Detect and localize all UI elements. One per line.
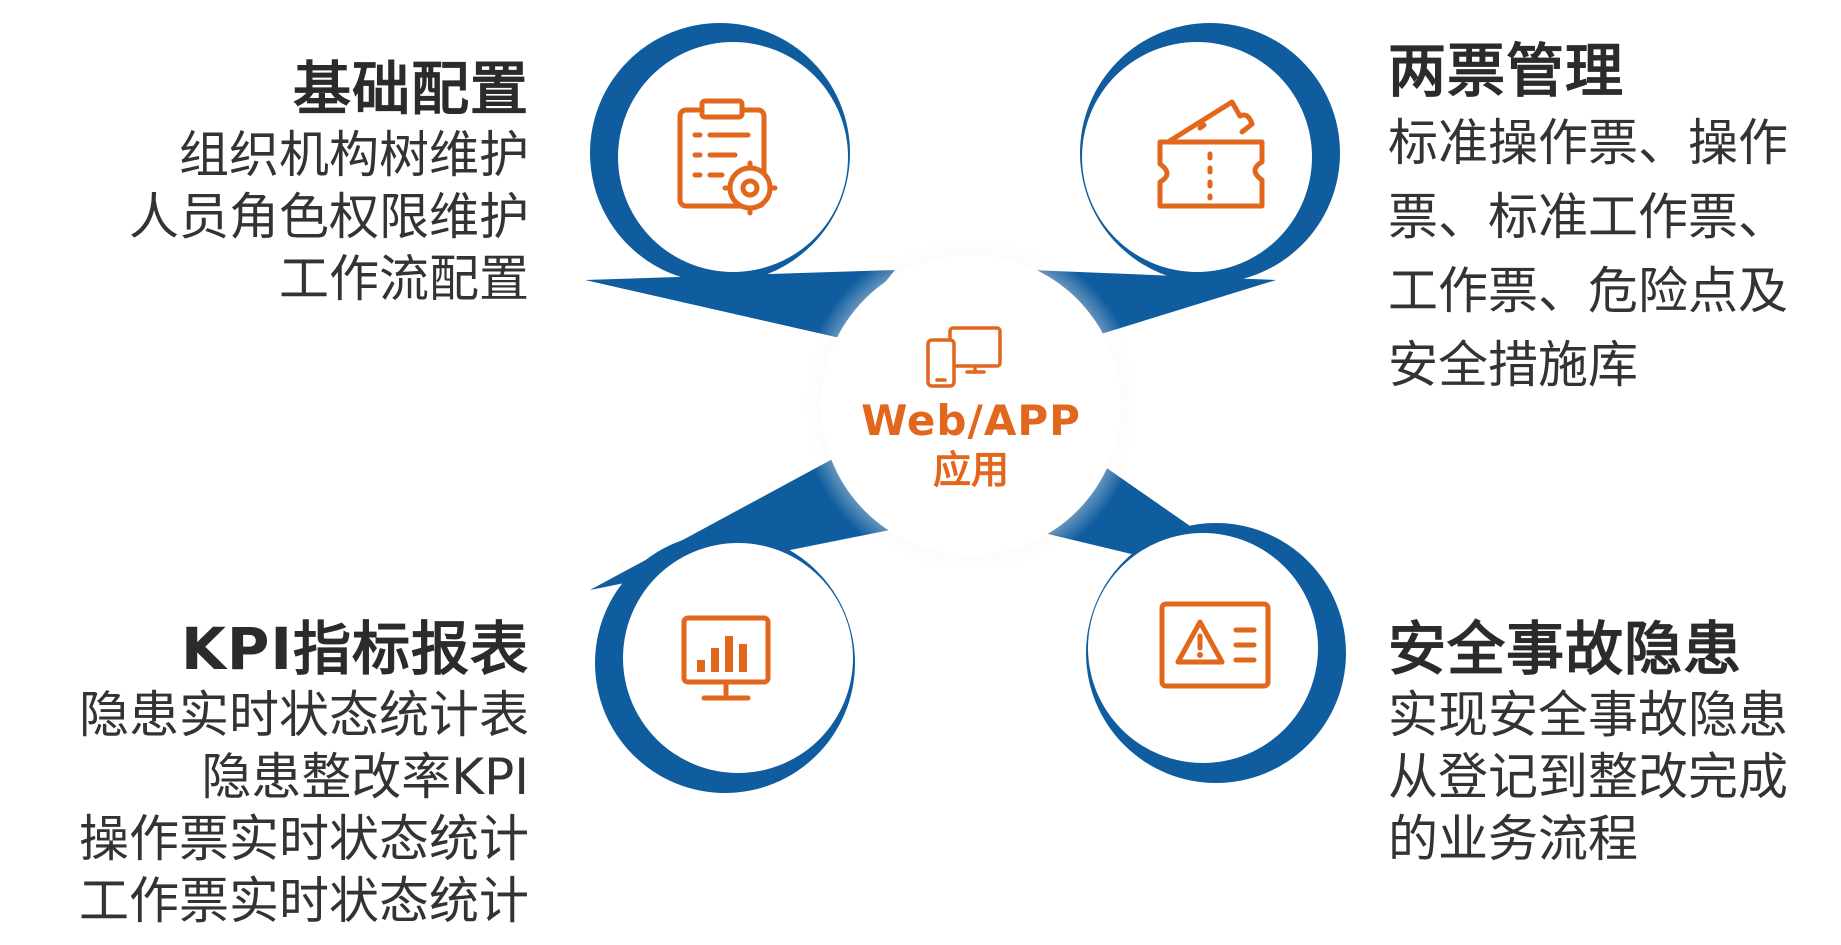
block-heading: 基础配置 [292, 55, 529, 123]
block-heading: KPI指标报表 [180, 615, 529, 683]
devices-icon [926, 326, 1002, 388]
center-circle [821, 255, 1121, 555]
block-line: 组织机构树维护 [179, 126, 529, 184]
block-line: 的业务流程 [1388, 810, 1638, 868]
block-heading: 安全事故隐患 [1388, 615, 1743, 683]
block-basic-config: 基础配置 组织机构树维护 人员角色权限维护 工作流配置 [129, 54, 529, 310]
block-line: 工作票、危险点及 [1388, 262, 1788, 320]
warning-dot [1197, 652, 1203, 658]
block-line: 工作票实时状态统计 [79, 872, 529, 930]
block-kpi-reports: KPI指标报表 隐患实时状态统计表 隐患整改率KPI 操作票实时状态统计 工作票… [79, 614, 529, 932]
block-line: 安全措施库 [1388, 336, 1638, 394]
connector-top-left [585, 270, 895, 338]
center-subtitle: 应用 [932, 448, 1009, 492]
bar-chart-monitor-icon [681, 615, 771, 701]
block-heading: 两票管理 [1388, 37, 1625, 105]
block-line: 隐患整改率KPI [201, 748, 529, 806]
clipboard-gear-icon [677, 98, 778, 216]
block-safety-hazards: 安全事故隐患 实现安全事故隐患 从登记到整改完成 的业务流程 [1388, 614, 1788, 870]
bar-chart-bars [697, 636, 747, 672]
block-line: 票、标准工作票、 [1388, 188, 1788, 246]
warning-card-icon [1159, 601, 1271, 689]
block-line: 隐患实时状态统计表 [79, 686, 529, 744]
block-line: 标准操作票、操作 [1388, 114, 1788, 172]
center-title: Web/APP [861, 396, 1081, 445]
ticket-icon [1157, 99, 1265, 209]
block-line: 实现安全事故隐患 [1388, 686, 1788, 744]
block-ticket-management: 两票管理 标准操作票、操作 票、标准工作票、 工作票、危险点及 安全措施库 [1388, 36, 1828, 402]
block-line: 工作流配置 [279, 250, 529, 308]
block-line: 从登记到整改完成 [1388, 748, 1788, 806]
block-line: 人员角色权限维护 [129, 188, 529, 246]
block-line: 操作票实时状态统计 [79, 810, 529, 868]
